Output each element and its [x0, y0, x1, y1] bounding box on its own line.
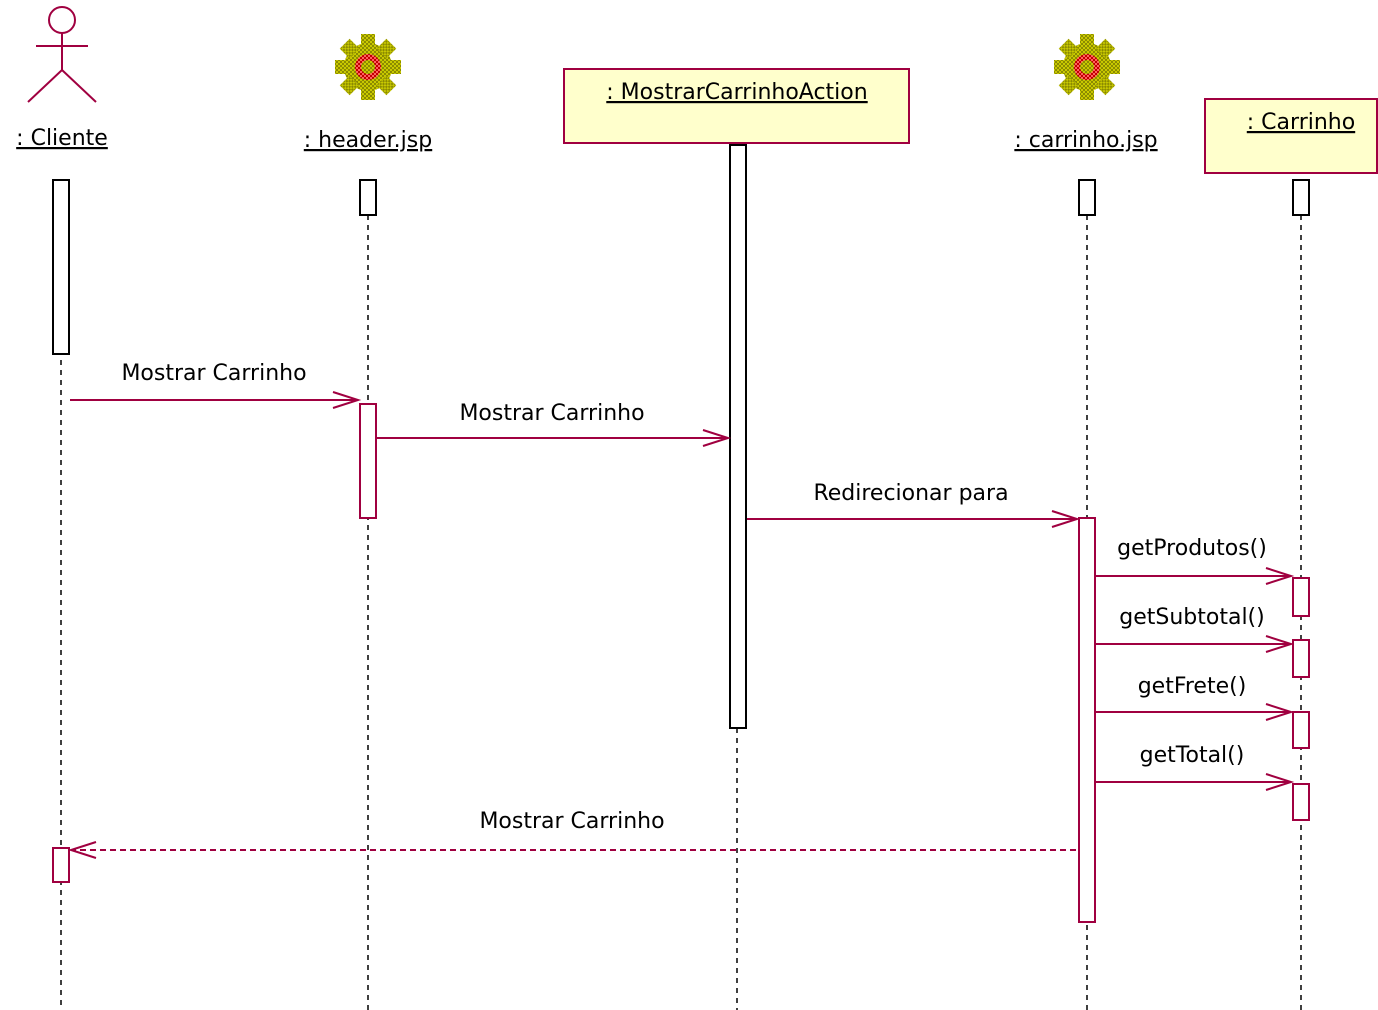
message-m8: Mostrar Carrinho — [67, 809, 1076, 859]
participant-label-cliente: : Cliente — [16, 126, 108, 151]
message-label: getTotal() — [1140, 743, 1245, 768]
participant-cliente: : Cliente — [16, 6, 108, 1010]
activation-cliente-1 — [52, 179, 70, 355]
activation-header-2 — [359, 403, 377, 519]
activation-carrinho-2 — [1292, 577, 1310, 617]
message-label: Mostrar Carrinho — [479, 809, 664, 834]
participant-carrinhojsp: : carrinho.jsp — [1014, 34, 1158, 1010]
activation-carrinhojsp-1 — [1078, 179, 1096, 216]
activation-header-1 — [359, 179, 377, 216]
participant-label-carrinho: : Carrinho — [1247, 110, 1355, 135]
object-box-action — [563, 68, 910, 144]
activation-action — [729, 144, 747, 729]
participant-label-header: : header.jsp — [304, 128, 432, 153]
message-label: Mostrar Carrinho — [459, 401, 644, 426]
message-label: Redirecionar para — [813, 481, 1008, 506]
message-label: getProdutos() — [1117, 536, 1267, 561]
participant-label-action: : MostrarCarrinhoAction — [606, 80, 867, 105]
activation-carrinho-4 — [1292, 711, 1310, 749]
message-label: Mostrar Carrinho — [121, 361, 306, 386]
message-label: getSubtotal() — [1119, 605, 1264, 630]
participant-carrinho: : Carrinho — [1204, 98, 1378, 1010]
gear-icon — [335, 34, 401, 100]
message-m1: Mostrar Carrinho — [70, 361, 362, 409]
activation-cliente-2 — [52, 847, 70, 883]
object-box-carrinho — [1204, 98, 1378, 174]
message-m7: getTotal() — [1096, 743, 1295, 791]
message-m2: Mostrar Carrinho — [377, 401, 732, 447]
message-m5: getSubtotal() — [1096, 605, 1295, 653]
activation-carrinhojsp-2 — [1078, 517, 1096, 923]
message-m3: Redirecionar para — [747, 481, 1081, 528]
activation-carrinho-3 — [1292, 639, 1310, 678]
actor-icon — [27, 6, 97, 103]
message-label: getFrete() — [1138, 674, 1247, 699]
participant-header: : header.jsp — [304, 34, 432, 1010]
activation-carrinho-1 — [1292, 179, 1310, 216]
participant-action: : MostrarCarrinhoAction — [563, 68, 910, 1010]
message-m4: getProdutos() — [1096, 536, 1295, 585]
participant-label-carrinhojsp: : carrinho.jsp — [1014, 128, 1157, 153]
activation-carrinho-5 — [1292, 783, 1310, 821]
gear-icon — [1054, 34, 1120, 100]
message-m6: getFrete() — [1096, 674, 1295, 721]
